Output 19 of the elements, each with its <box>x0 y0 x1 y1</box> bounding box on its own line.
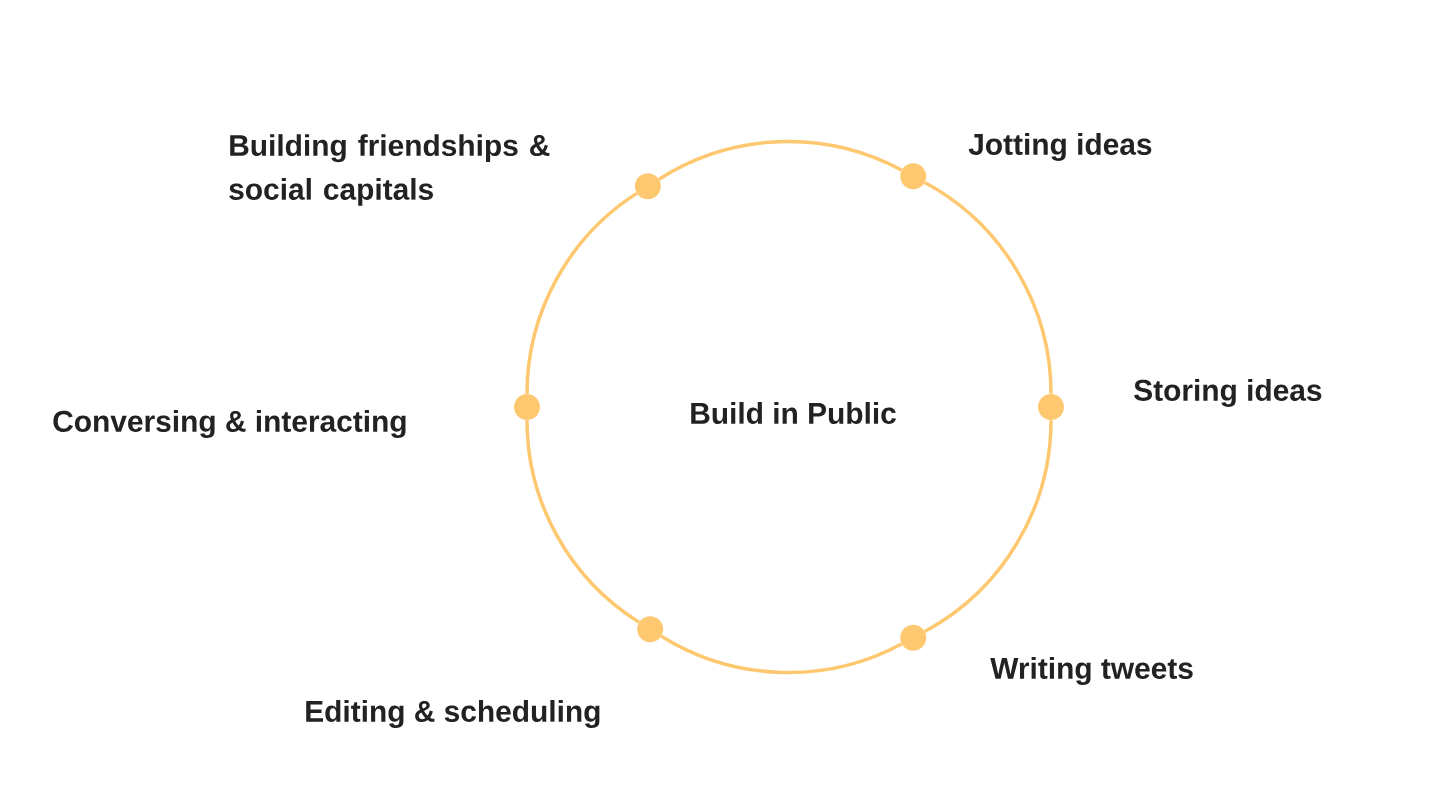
stage-label: Writing tweets <box>990 657 1193 685</box>
stage-label: Jotting ideas <box>968 133 1152 161</box>
stage-label: Building friendships & social capitals <box>229 134 550 206</box>
dot <box>634 173 661 200</box>
ring-arc <box>660 634 903 675</box>
dot <box>637 616 664 643</box>
ring-arc <box>658 139 903 181</box>
ring-arc <box>525 191 638 394</box>
center-label: Build in Public <box>691 402 896 424</box>
stage-label: Editing & scheduling <box>306 700 600 728</box>
ring-arc <box>525 420 640 624</box>
dot <box>1038 394 1064 420</box>
dot <box>900 624 927 651</box>
dot <box>514 394 540 420</box>
ring-arc <box>923 181 1053 394</box>
dot <box>900 163 927 190</box>
stage-label: Conversing & interacting <box>53 410 406 438</box>
stage-label: Storing ideas <box>1134 379 1322 407</box>
ring-arc <box>923 420 1053 633</box>
